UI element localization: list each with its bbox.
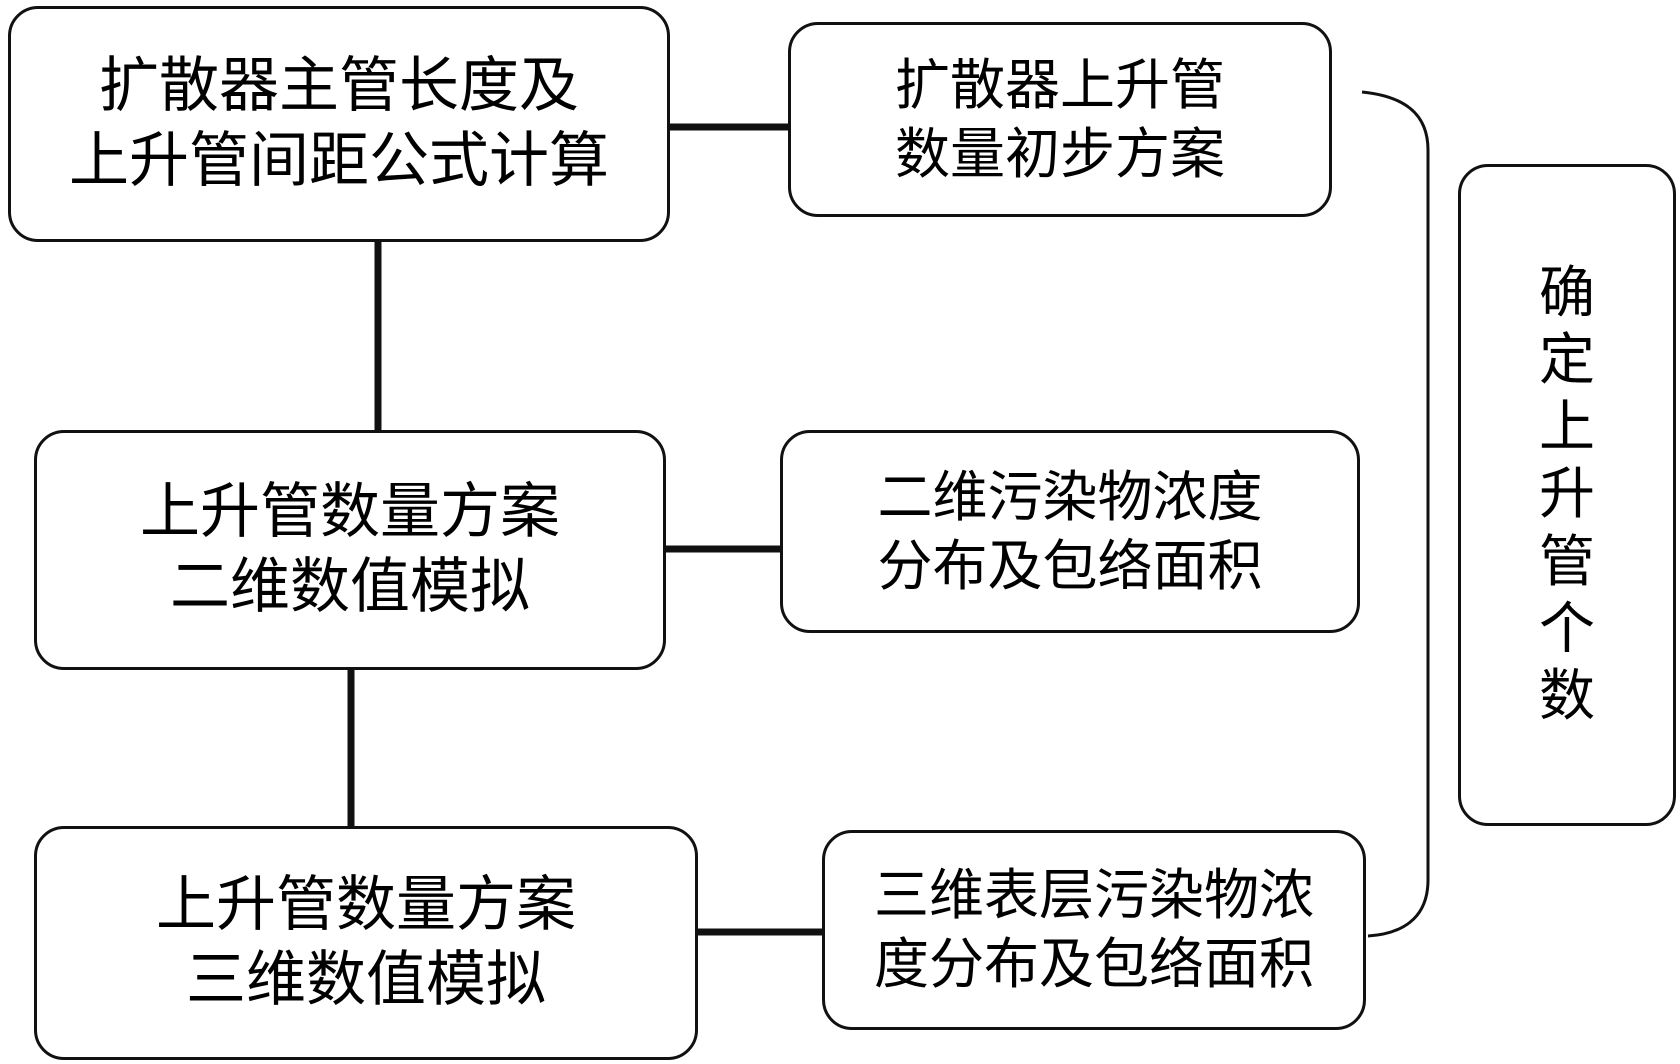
formula-calc-box: 扩散器主管长度及 上升管间距公式计算 [8,6,670,242]
determine-count-char-7: 数 [1539,663,1595,729]
formula-calc-line-1: 扩散器主管长度及 [99,51,579,121]
determine-count-char-6: 个 [1539,596,1595,662]
sim-2d-line-2: 二维数值模拟 [170,552,530,622]
sim-3d-box: 上升管数量方案 三维数值模拟 [34,826,698,1060]
determine-count-char-5: 管 [1539,529,1595,595]
brace-connector [1361,90,1430,938]
initial-scheme-line-1: 扩散器上升管 [894,52,1225,117]
result-3d-line-1: 三维表层污染物浓 [873,863,1314,928]
result-2d-line-2: 分布及包络面积 [877,533,1263,598]
result-3d-line-2: 度分布及包络面积 [873,932,1314,996]
sim-2d-box: 上升管数量方案 二维数值模拟 [34,430,666,670]
initial-scheme-box: 扩散器上升管 数量初步方案 [788,22,1332,217]
formula-calc-line-2: 上升管间距公式计算 [69,126,609,196]
determine-count-char-1: 确 [1539,260,1595,326]
determine-count-char-2: 定 [1539,328,1595,394]
determine-count-char-3: 上 [1539,395,1595,461]
result-3d-box: 三维表层污染物浓 度分布及包络面积 [822,830,1366,1030]
result-2d-line-1: 二维污染物浓度 [877,464,1263,529]
determine-count-box: 确 定 上 升 管 个 数 [1458,164,1676,826]
result-2d-box: 二维污染物浓度 分布及包络面积 [780,430,1360,633]
initial-scheme-line-2: 数量初步方案 [894,121,1225,186]
sim-3d-line-1: 上升管数量方案 [156,870,576,940]
sim-2d-line-1: 上升管数量方案 [140,477,560,547]
sim-3d-line-2: 三维数值模拟 [186,945,546,1015]
determine-count-char-4: 升 [1539,462,1595,528]
